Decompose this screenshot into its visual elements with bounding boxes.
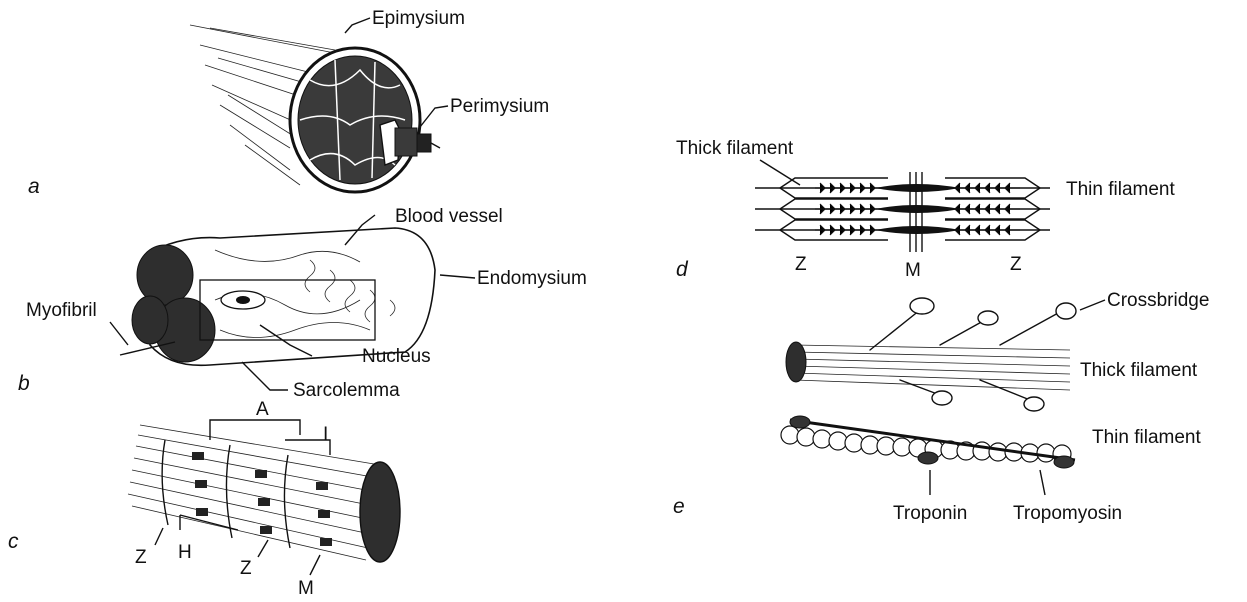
label-a-band: A: [256, 399, 269, 420]
panel-label-c: c: [8, 530, 19, 553]
panel-label-a: a: [28, 175, 40, 198]
panel-label-e: e: [673, 495, 685, 518]
label-z-line-1: Z: [135, 547, 147, 568]
panel-b-fascicle: [120, 228, 435, 365]
label-endomysium: Endomysium: [477, 268, 587, 289]
label-thin-filament-e: Thin filament: [1092, 427, 1201, 448]
label-perimysium: Perimysium: [450, 96, 549, 117]
label-myofibril: Myofibril: [26, 300, 97, 321]
panel-c-myofibril: [128, 420, 400, 562]
label-blood-vessel: Blood vessel: [395, 206, 503, 227]
label-thin-filament-d: Thin filament: [1066, 179, 1175, 200]
label-nucleus: Nucleus: [362, 346, 431, 367]
panel-label-d: d: [676, 258, 689, 281]
label-crossbridge: Crossbridge: [1107, 290, 1209, 311]
label-m-line-c: M: [298, 578, 314, 599]
panel-e-filaments: [781, 298, 1076, 468]
label-h-zone: H: [178, 542, 192, 563]
label-i-band: I: [323, 424, 328, 445]
label-epimysium: Epimysium: [372, 8, 465, 29]
label-tropomyosin: Tropomyosin: [1013, 503, 1122, 524]
label-z-right-d: Z: [1010, 254, 1022, 275]
label-z-left-d: Z: [795, 254, 807, 275]
label-sarcolemma: Sarcolemma: [293, 380, 400, 401]
label-troponin: Troponin: [893, 503, 967, 524]
label-thick-filament-e: Thick filament: [1080, 360, 1198, 381]
panel-label-b: b: [18, 372, 30, 395]
label-thick-filament-d: Thick filament: [676, 138, 794, 159]
label-m-d: M: [905, 260, 921, 281]
label-z-line-2: Z: [240, 558, 252, 579]
panel-a-muscle-cross-section: [190, 25, 440, 192]
